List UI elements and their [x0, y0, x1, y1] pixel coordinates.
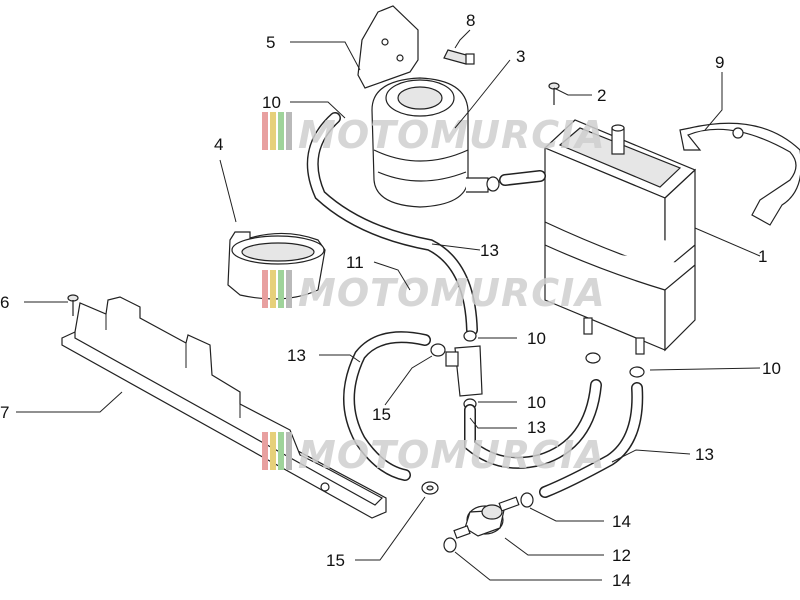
label-part-1: 1 [758, 247, 767, 266]
label-part-15-b: 15 [326, 551, 345, 570]
watermark-logo-middle: MOTOMURCIA [262, 270, 606, 315]
label-part-14-b: 14 [612, 571, 631, 590]
label-part-10-a: 10 [262, 93, 281, 112]
svg-text:MOTOMURCIA: MOTOMURCIA [298, 433, 606, 477]
strap-part-9 [679, 122, 800, 226]
hose-upper-part-13 [306, 112, 478, 336]
screw-part-2 [548, 82, 560, 105]
svg-text:MOTOMURCIA: MOTOMURCIA [298, 271, 606, 315]
label-part-13-b: 13 [287, 346, 306, 365]
label-part-8: 8 [466, 11, 475, 30]
label-part-4: 4 [214, 135, 223, 154]
label-part-10-d: 10 [527, 393, 546, 412]
label-part-9: 9 [715, 53, 724, 72]
label-part-7: 7 [0, 403, 9, 422]
watermark-logo-bottom: MOTOMURCIA [262, 432, 606, 477]
clamp-part-14 [443, 492, 534, 553]
label-part-13-a: 13 [480, 241, 499, 260]
ring-clamp-part-4 [227, 231, 326, 300]
label-part-2: 2 [597, 86, 606, 105]
label-part-12: 12 [612, 546, 631, 565]
clip-part-15 [421, 481, 439, 495]
hose-canister-box [486, 170, 546, 192]
label-part-5: 5 [266, 33, 275, 52]
label-part-3: 3 [516, 47, 525, 66]
label-part-11: 11 [346, 253, 364, 272]
label-part-15-a: 15 [372, 405, 391, 424]
bolt-part-8 [443, 49, 475, 65]
label-part-10-b: 10 [527, 329, 546, 348]
svg-text:MOTOMURCIA: MOTOMURCIA [298, 113, 606, 157]
label-part-10-c: 10 [762, 359, 781, 378]
tee-fitting-and-loop-hose [343, 330, 602, 481]
charcoal-box-part-1 [543, 119, 697, 355]
leader-lines [16, 29, 761, 581]
bracket-rail-part-7 [61, 296, 387, 519]
label-part-6: 6 [0, 293, 9, 312]
label-part-13-d: 13 [695, 445, 714, 464]
valve-part-12 [453, 496, 520, 539]
mount-bracket-part-5 [357, 5, 419, 89]
hose-lower-part-13 [539, 352, 645, 498]
watermark-logo-top: MOTOMURCIA [262, 112, 606, 157]
label-part-13-c: 13 [527, 418, 546, 437]
canister-part-3 [371, 77, 489, 208]
screw-part-6 [67, 294, 79, 316]
part-number-labels: 1 2 3 4 5 6 7 8 9 10 10 10 10 11 12 13 1… [0, 11, 781, 590]
label-part-14-a: 14 [612, 512, 631, 531]
